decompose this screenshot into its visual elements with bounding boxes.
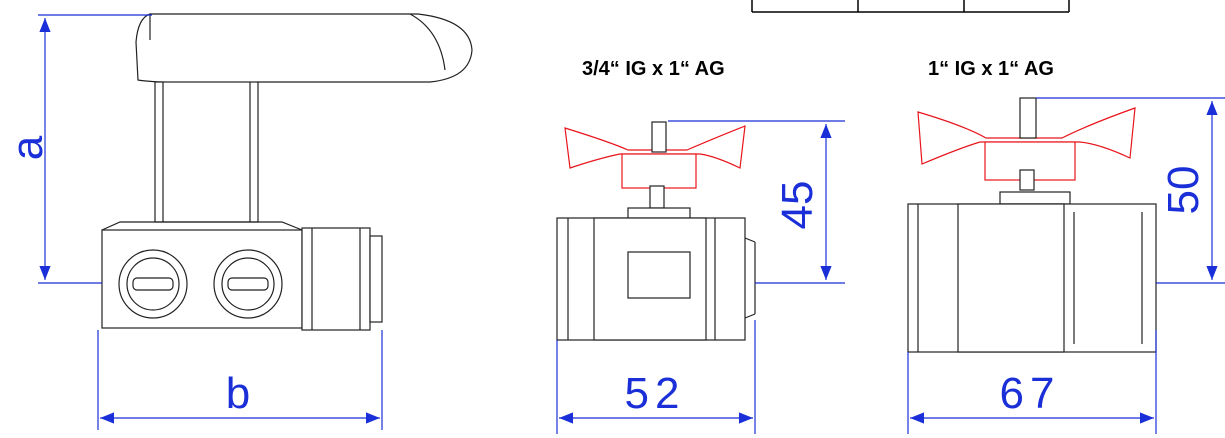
double-valve-drawing	[101, 13, 473, 331]
valve-3-4-drawing	[556, 121, 756, 341]
dimension-right-height	[1036, 97, 1225, 284]
dimension-left-width	[556, 320, 756, 434]
dimension-left-width-label: 52	[625, 369, 686, 418]
dimension-left-height	[668, 120, 845, 284]
dimension-left-height-label: 45	[773, 181, 822, 230]
table-fragment	[751, 0, 1070, 13]
dimension-right-height-label: 50	[1159, 166, 1208, 215]
valve-1-drawing	[907, 97, 1157, 353]
dimension-b	[97, 330, 383, 430]
caption-right-valve: 1“ IG x 1“ AG	[928, 58, 1054, 80]
dimension-a	[38, 14, 152, 284]
dimension-a-label: a	[3, 135, 52, 160]
dimension-right-width	[907, 330, 1157, 434]
caption-left-valve: 3/4“ IG x 1“ AG	[582, 58, 725, 80]
dimension-right-width-label: 67	[1000, 369, 1061, 418]
dimension-b-label: b	[226, 369, 250, 418]
